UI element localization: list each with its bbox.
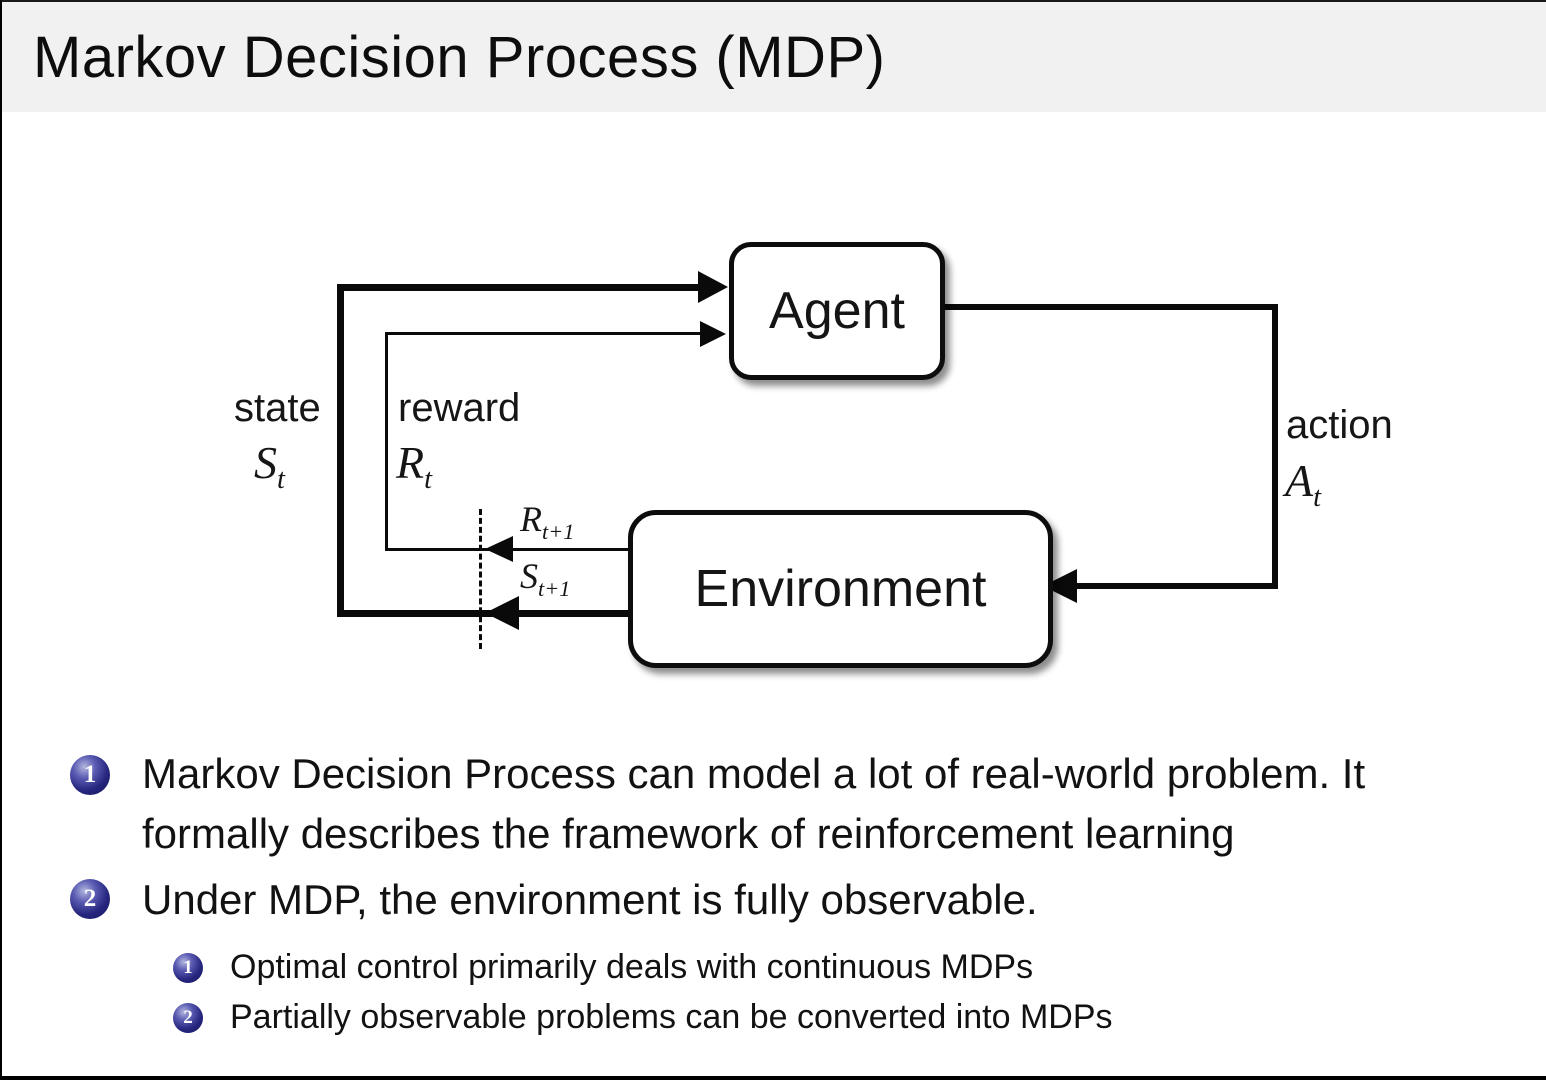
sub-bullet-2-text: Partially observable problems can be con… (230, 998, 1113, 1036)
reward-line-left (385, 332, 388, 551)
bullet-2-badge: 2 (70, 879, 110, 919)
bullet-2-number: 2 (83, 885, 97, 912)
arrowhead-next-state (485, 596, 519, 630)
arrowhead-next-reward (485, 536, 513, 562)
environment-box: Environment (628, 510, 1053, 668)
bullet-1-line-2: formally describes the framework of rein… (142, 810, 1235, 857)
environment-label: Environment (694, 560, 987, 618)
bullet-1-line-1: Markov Decision Process can model a lot … (142, 750, 1366, 797)
sub-bullet-1-text: Optimal control primarily deals with con… (230, 948, 1034, 986)
bullet-1-number: 1 (83, 761, 97, 788)
arrowhead-state-to-agent (698, 271, 728, 303)
action-label: action (1286, 403, 1393, 447)
state-label: state (234, 386, 321, 430)
action-line-right (1272, 304, 1278, 589)
arrowhead-reward-to-agent (700, 321, 726, 347)
state-line-left (337, 284, 344, 617)
bullet-1-badge: 1 (70, 755, 110, 795)
state-line-top (337, 284, 698, 291)
reward-label: reward (398, 386, 521, 430)
bullet-2-line-1: Under MDP, the environment is fully obse… (142, 876, 1038, 923)
sub-bullet-2-badge: 2 (173, 1003, 203, 1033)
state-line-bottom (337, 610, 628, 617)
action-line-bottom (1072, 583, 1278, 589)
reward-line-top (385, 332, 700, 335)
page-title: Markov Decision Process (MDP) (33, 25, 886, 90)
next-state-symbol: St+1 (520, 556, 571, 602)
timestep-dashed-line (479, 509, 482, 649)
sub-bullet-1-number: 1 (183, 957, 193, 978)
sub-bullet-1-badge: 1 (173, 953, 203, 983)
state-symbol: St (254, 437, 285, 496)
agent-box: Agent (729, 242, 945, 380)
action-symbol: At (1285, 455, 1322, 514)
next-reward-symbol: Rt+1 (520, 499, 575, 545)
title-bar: Markov Decision Process (MDP) (2, 2, 1546, 112)
agent-label: Agent (769, 282, 905, 340)
sub-bullet-2-number: 2 (183, 1007, 193, 1028)
reward-symbol: Rt (396, 437, 433, 496)
action-line-top (935, 304, 1278, 310)
